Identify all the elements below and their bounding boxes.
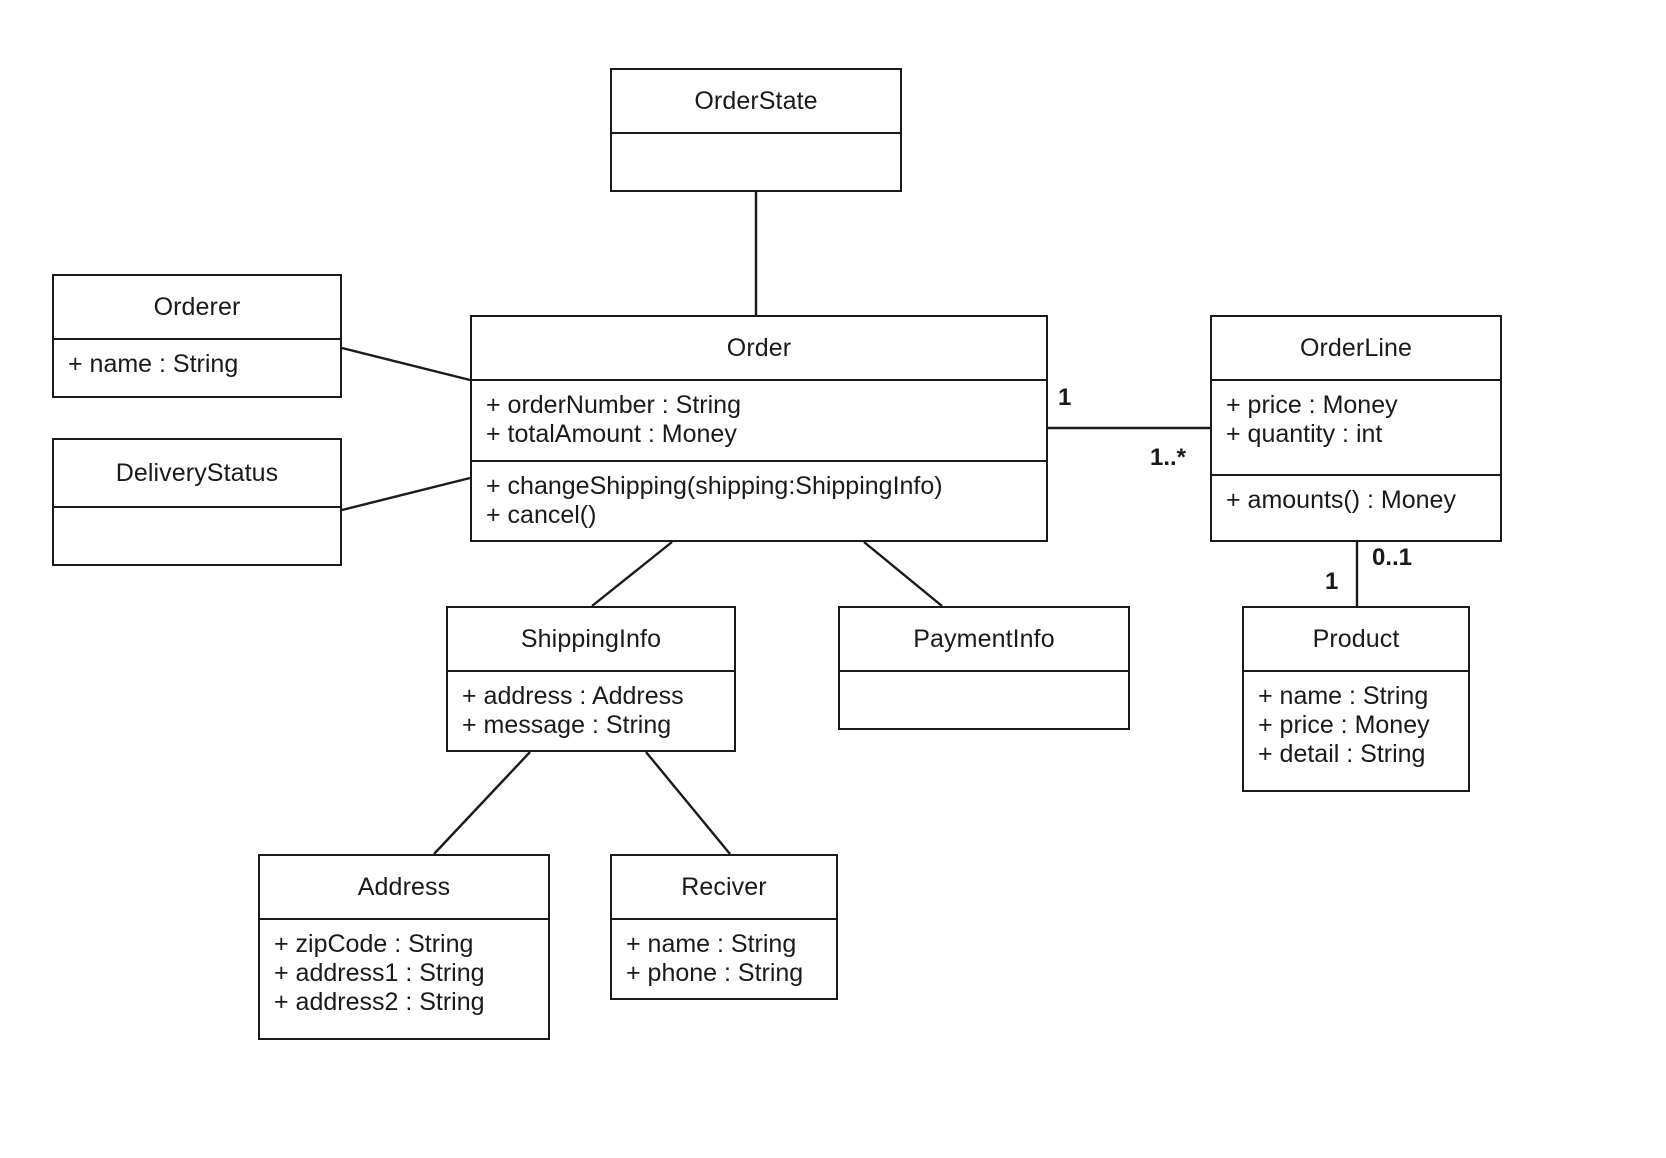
operations-compartment-order: + changeShipping(shipping:ShippingInfo)+… [472, 459, 1046, 541]
uml-class-product[interactable]: Product + name : String+ price : Money+ d… [1242, 606, 1470, 792]
class-name-address: Address [357, 872, 451, 901]
association-line-orderer-order [341, 346, 471, 382]
attribute-row: + address2 : String [274, 988, 485, 1016]
class-name-orderstate: OrderState [694, 86, 818, 115]
uml-class-paymentinfo[interactable]: PaymentInfo [838, 606, 1130, 730]
attribute-row: + price : Money [1226, 391, 1398, 419]
multiplicity-label-order-end-1: 1 [1058, 384, 1072, 411]
class-name-product: Product [1312, 624, 1400, 653]
uml-class-orderstate[interactable]: OrderState [610, 68, 902, 192]
attribute-row: + quantity : int [1226, 420, 1383, 448]
attributes-compartment-product: + name : String+ price : Money+ detail :… [1244, 670, 1468, 790]
attribute-row: + address : Address [462, 682, 684, 710]
multiplicity-label-product-end-1: 1 [1325, 568, 1339, 595]
uml-class-order[interactable]: Order + orderNumber : String+ totalAmount… [470, 315, 1048, 542]
attribute-row: + price : Money [1258, 711, 1430, 739]
attributes-compartment-paymentinfo [840, 670, 1128, 728]
attribute-row: + phone : String [626, 959, 804, 987]
uml-class-orderer[interactable]: Orderer + name : String [52, 274, 342, 398]
attribute-row: + orderNumber : String [486, 391, 741, 419]
association-line-deliverystatus-order [341, 476, 471, 512]
attributes-compartment-address: + zipCode : String+ address1 : String+ a… [260, 918, 548, 1038]
class-name-order: Order [726, 333, 792, 362]
attribute-row: + totalAmount : Money [486, 420, 737, 448]
class-name-orderline: OrderLine [1299, 333, 1413, 362]
attribute-row: + address1 : String [274, 959, 485, 987]
attribute-row: + name : String [68, 350, 239, 378]
association-line-shippinginfo-address [433, 751, 531, 855]
uml-class-address[interactable]: Address + zipCode : String+ address1 : St… [258, 854, 550, 1040]
multiplicity-label-orderline-product-0-1: 0..1 [1372, 544, 1413, 571]
attributes-compartment-deliverystatus [54, 506, 340, 564]
attributes-compartment-order: + orderNumber : String+ totalAmount : Mo… [472, 379, 1046, 460]
attribute-row: + zipCode : String [274, 930, 474, 958]
attributes-compartment-reciver: + name : String+ phone : String [612, 918, 836, 998]
operation-row: + cancel() [486, 500, 597, 529]
attributes-compartment-orderline: + price : Money+ quantity : int [1212, 379, 1500, 474]
class-name-orderer: Orderer [153, 292, 241, 321]
multiplicity-label-orderline-end-many: 1..* [1150, 444, 1187, 471]
attribute-row: + detail : String [1258, 740, 1426, 768]
attribute-row: + name : String [1258, 682, 1429, 710]
attribute-row: + name : String [626, 930, 797, 958]
operation-row: + changeShipping(shipping:ShippingInfo) [486, 471, 943, 500]
operations-compartment-orderline: + amounts() : Money [1212, 474, 1500, 540]
attribute-row: + message : String [462, 711, 672, 739]
attributes-compartment-orderstate [612, 132, 900, 190]
uml-class-shippinginfo[interactable]: ShippingInfo + address : Address+ message… [446, 606, 736, 752]
operation-row: + amounts() : Money [1226, 486, 1456, 514]
association-line-order-paymentinfo [863, 541, 943, 607]
uml-class-deliverystatus[interactable]: DeliveryStatus [52, 438, 342, 566]
class-name-reciver: Reciver [681, 872, 767, 901]
attributes-compartment-orderer: + name : String [54, 338, 340, 396]
uml-class-orderline[interactable]: OrderLine + price : Money+ quantity : int… [1210, 315, 1502, 542]
uml-class-reciver[interactable]: Reciver + name : String+ phone : String [610, 854, 838, 1000]
association-line-shippinginfo-reciver [645, 751, 731, 855]
association-line-order-shippinginfo [591, 541, 673, 607]
class-name-shippinginfo: ShippingInfo [520, 624, 662, 653]
class-name-paymentinfo: PaymentInfo [913, 624, 1055, 653]
attributes-compartment-shippinginfo: + address : Address+ message : String [448, 670, 734, 750]
class-name-deliverystatus: DeliveryStatus [115, 458, 279, 487]
